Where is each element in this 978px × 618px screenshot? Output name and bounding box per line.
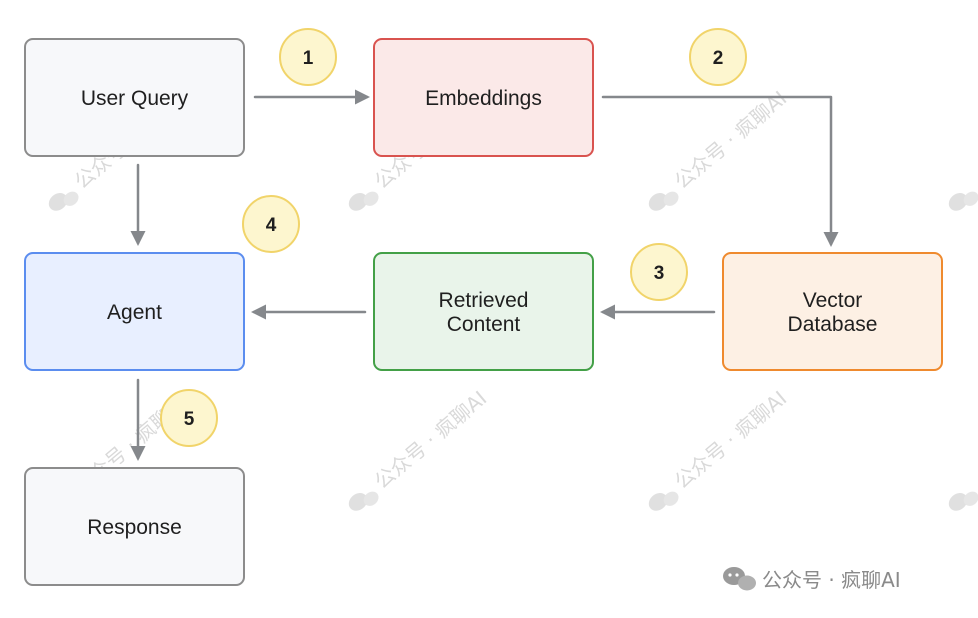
node-user-query: User Query <box>24 38 245 157</box>
step-circle <box>279 28 337 86</box>
node-box <box>722 252 943 371</box>
watermark-tile: 公众号 · 疯聊AI <box>348 386 492 511</box>
node-label: Agent <box>107 301 162 324</box>
node-vector-database: Vector Database <box>722 252 943 371</box>
step-number: 2 <box>713 48 724 69</box>
step-circle <box>160 389 218 447</box>
step-badge-1: 1 <box>279 28 337 86</box>
node-label: Response <box>87 516 182 539</box>
node-agent: Agent <box>24 252 245 371</box>
wechat-icon <box>348 191 379 211</box>
node-label-line1: Retrieved <box>439 289 529 312</box>
step-circle <box>630 243 688 301</box>
wechat-icon <box>723 567 756 591</box>
step-badge-3: 3 <box>630 243 688 301</box>
node-box <box>24 38 245 157</box>
step-badge-4: 4 <box>242 195 300 253</box>
step-number: 1 <box>303 48 314 69</box>
footer-watermark-text: 公众号 · 疯聊AI <box>762 568 901 592</box>
node-label-line2: Content <box>447 313 521 336</box>
watermark-icon-edge <box>948 191 978 211</box>
node-embeddings: Embeddings <box>373 38 594 157</box>
step-circle <box>689 28 747 86</box>
step-number: 4 <box>266 215 277 236</box>
footer-watermark: 公众号 · 疯聊AI <box>723 567 901 592</box>
step-number: 3 <box>654 263 665 284</box>
node-label: Embeddings <box>425 87 542 110</box>
watermark-tile: 公众号 · 疯聊AI <box>648 86 792 211</box>
node-response: Response <box>24 467 245 586</box>
watermark-text: 公众号 · 疯聊AI <box>670 86 792 194</box>
watermark-icon-edge <box>948 491 978 511</box>
step-badge-2: 2 <box>689 28 747 86</box>
node-label-line2: Database <box>788 313 878 336</box>
wechat-icon <box>48 191 79 211</box>
watermark-text: 公众号 · 疯聊AI <box>670 386 792 494</box>
node-box <box>373 252 594 371</box>
node-retrieved-content: Retrieved Content <box>373 252 594 371</box>
watermark-text: 公众号 · 疯聊AI <box>370 386 492 494</box>
step-number: 5 <box>184 409 195 430</box>
wechat-icon <box>648 491 679 511</box>
node-box <box>373 38 594 157</box>
connectors <box>130 89 839 461</box>
node-box <box>24 467 245 586</box>
node-label-line1: Vector <box>803 289 863 312</box>
wechat-icon <box>648 191 679 211</box>
node-box <box>24 252 245 371</box>
step-badge-5: 5 <box>160 389 218 447</box>
arrow-embeddings-to-vector-database <box>601 95 839 247</box>
watermark-tile: 公众号 · 疯聊AI <box>648 386 792 511</box>
wechat-icon <box>348 491 379 511</box>
node-label: User Query <box>81 87 189 110</box>
step-circle <box>242 195 300 253</box>
